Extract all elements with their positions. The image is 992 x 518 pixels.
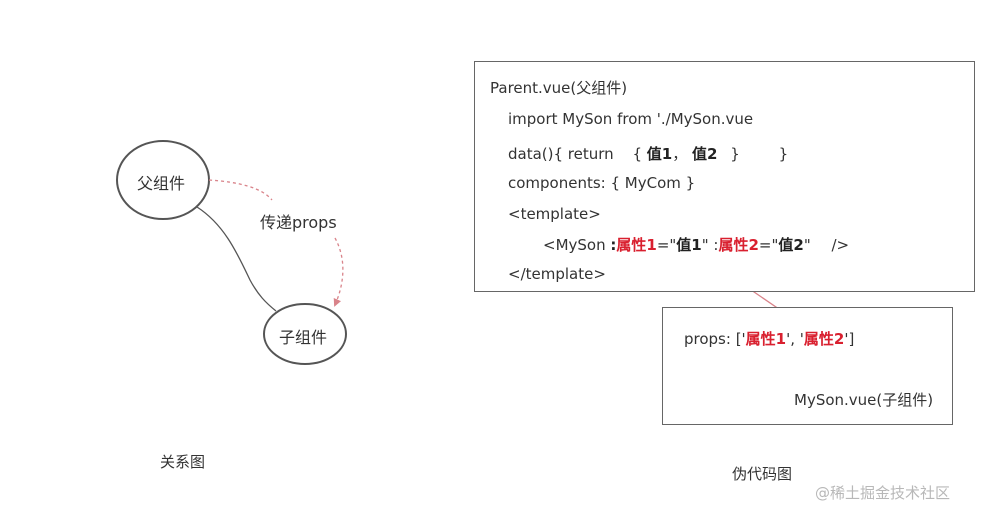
prop1-colon: : bbox=[610, 236, 617, 254]
prop1-value: 值1 bbox=[676, 236, 702, 254]
prop2-colon: : bbox=[713, 236, 719, 254]
template-open-line: <template> bbox=[508, 205, 601, 223]
props-flow-arrow bbox=[208, 179, 344, 305]
data-value-1: 值1 bbox=[646, 145, 673, 163]
props-line: props: ['属性1', '属性2'] bbox=[684, 328, 854, 349]
prop1-equals: =" bbox=[656, 236, 677, 254]
data-close-brace-1: } bbox=[730, 145, 740, 163]
prop2-quote: " bbox=[803, 236, 811, 254]
child-node-shape bbox=[263, 303, 347, 365]
prop1-quote: " bbox=[701, 236, 709, 254]
data-line: data(){ return { 值1， 值2 } } bbox=[508, 143, 788, 164]
prop1-name: 属性1 bbox=[616, 236, 657, 254]
parent-node-label: 父组件 bbox=[137, 174, 186, 193]
prop2-value: 值2 bbox=[778, 236, 804, 254]
props-separator: ', ' bbox=[786, 330, 804, 348]
props-edge-label: 传递props bbox=[260, 213, 337, 232]
parent-file-title: Parent.vue(父组件) bbox=[490, 79, 628, 97]
data-value-2: 值2 bbox=[692, 145, 718, 163]
parent-code-box: Parent.vue(父组件) import MySon from './MyS… bbox=[474, 61, 975, 292]
prop2-name: 属性2 bbox=[718, 236, 759, 254]
import-line: import MySon from './MySon.vue bbox=[508, 110, 754, 128]
myson-tag-line: <MySon :属性1="值1" :属性2="值2" /> bbox=[543, 234, 849, 255]
relation-diagram-caption: 关系图 bbox=[160, 453, 206, 471]
props-prefix: props: [' bbox=[684, 330, 746, 348]
relation-curve bbox=[196, 206, 277, 312]
props-item-1: 属性1 bbox=[745, 330, 787, 348]
template-close-line: </template> bbox=[508, 265, 606, 283]
child-file-title: MySon.vue(子组件) bbox=[794, 391, 934, 409]
props-suffix: '] bbox=[844, 330, 855, 348]
watermark: @稀土掘金技术社区 bbox=[815, 484, 951, 502]
child-code-box: props: ['属性1', '属性2'] MySon.vue(子组件) bbox=[662, 307, 953, 425]
data-prefix: data(){ return bbox=[508, 145, 614, 163]
data-open-brace: { bbox=[632, 145, 642, 163]
props-item-2: 属性2 bbox=[803, 330, 845, 348]
child-node-label: 子组件 bbox=[279, 328, 328, 347]
data-comma: ， bbox=[672, 145, 688, 163]
components-line: components: { MyCom } bbox=[508, 174, 696, 192]
pseudo-code-caption: 伪代码图 bbox=[732, 465, 793, 483]
data-close-brace-2: } bbox=[778, 145, 789, 163]
myson-tag-end: /> bbox=[831, 236, 850, 254]
myson-tag-prefix: <MySon bbox=[543, 236, 606, 254]
prop2-equals: =" bbox=[758, 236, 779, 254]
